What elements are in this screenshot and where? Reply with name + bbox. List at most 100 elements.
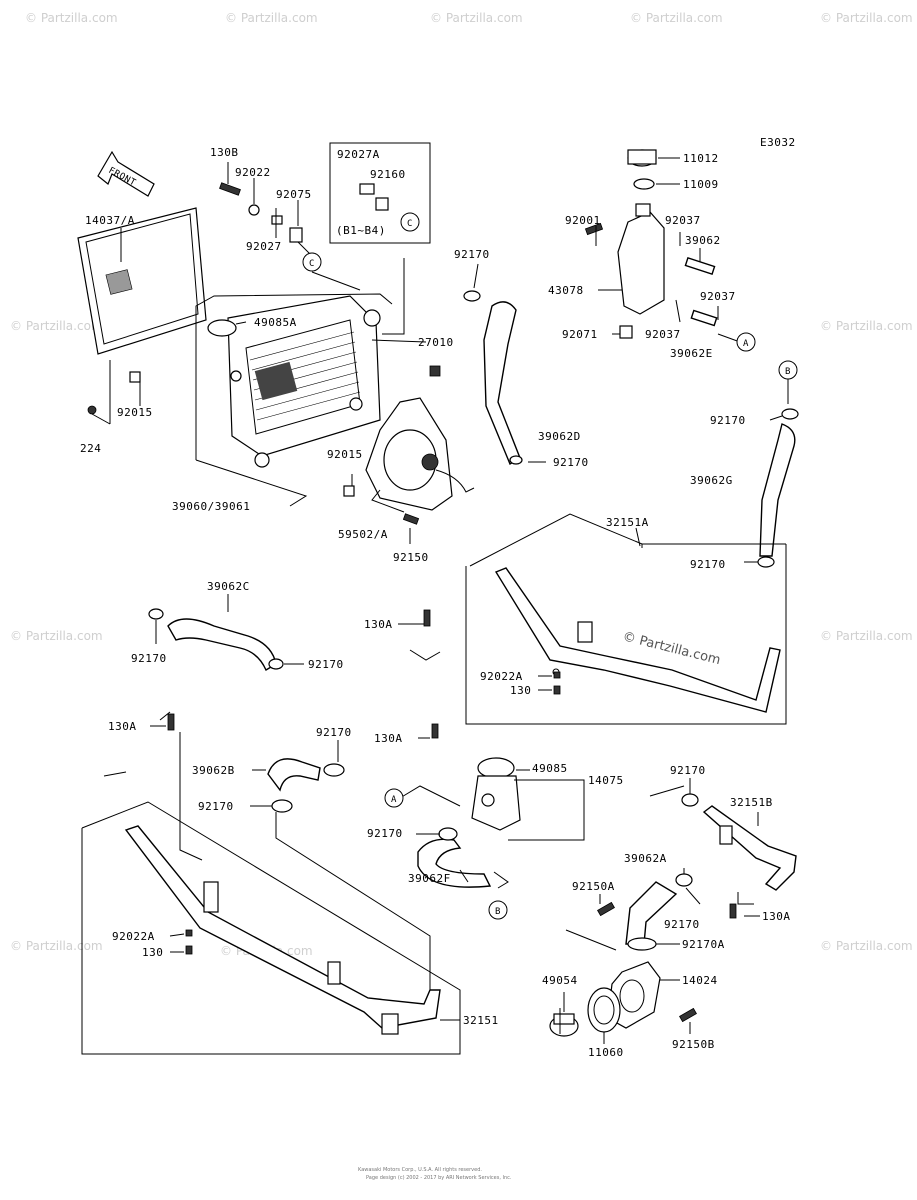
part-label: 39062B xyxy=(192,764,235,777)
part-label: 49054 xyxy=(542,974,578,987)
part-label: 59502/A xyxy=(338,528,388,541)
part-label: 39060/39061 xyxy=(172,500,250,513)
part-label: 32151 xyxy=(463,1014,499,1027)
callout-c: C xyxy=(407,219,413,229)
part-label: 11012 xyxy=(683,152,719,165)
watermark: © Partzilla.com xyxy=(430,11,523,25)
part-label: 49085A xyxy=(254,316,297,329)
part-label: 92170 xyxy=(553,456,589,469)
hose-39062b xyxy=(267,758,321,792)
part-label: 92015 xyxy=(327,448,363,461)
callouts: C C A B A B xyxy=(302,212,798,920)
part-label: 92170 xyxy=(198,800,234,813)
part-label: 92027 xyxy=(246,240,282,253)
bolts xyxy=(87,182,737,1023)
part-label: 11060 xyxy=(588,1046,624,1059)
part-label: 92150 xyxy=(393,551,429,564)
hose-39062c xyxy=(167,618,277,672)
inset-note: (B1~B4) xyxy=(336,224,386,237)
part-label: 92170 xyxy=(454,248,490,261)
part-label: 130 xyxy=(510,684,531,697)
part-label: 92170 xyxy=(690,558,726,571)
watermark: © Partzilla.com xyxy=(25,11,118,25)
watermark: © Partzilla.com xyxy=(820,629,913,643)
watermark: © Partzilla.com xyxy=(820,11,913,25)
part-label: 92150B xyxy=(672,1038,715,1051)
part-label: 92001 xyxy=(565,214,601,227)
part-labels: 130B 92022 92075 92027 92027A 92160 1403… xyxy=(80,146,791,1059)
radiator-screen xyxy=(77,207,207,355)
part-label: 92170 xyxy=(367,827,403,840)
watermark: © Partzilla.com xyxy=(225,11,318,25)
part-label: 130A xyxy=(762,910,791,923)
part-label: 130A xyxy=(374,732,403,745)
part-label: 92022A xyxy=(112,930,155,943)
thermostat-housing xyxy=(471,757,521,831)
part-label: 11009 xyxy=(683,178,719,191)
part-label: 92170 xyxy=(710,414,746,427)
leader-lines xyxy=(91,157,789,1044)
part-label: 39062E xyxy=(670,347,713,360)
reservoir-tank xyxy=(617,149,718,339)
watermark: © Partzilla.com xyxy=(10,629,103,643)
part-label: 92150A xyxy=(572,880,615,893)
watermark: © Partzilla.com xyxy=(630,11,723,25)
part-label: 92037 xyxy=(645,328,681,341)
pipe-32151a xyxy=(494,567,781,713)
part-label: 130 xyxy=(142,946,163,959)
part-label: 49085 xyxy=(532,762,568,775)
part-label: 27010 xyxy=(418,336,454,349)
part-label: 92170 xyxy=(316,726,352,739)
pipe-32151b xyxy=(702,805,797,891)
part-label: 43078 xyxy=(548,284,584,297)
part-label: 92037 xyxy=(665,214,701,227)
part-label: 32151A xyxy=(606,516,649,529)
callout-b: B xyxy=(495,907,501,917)
radiator xyxy=(207,295,381,468)
inset-box xyxy=(329,142,431,244)
part-label: 92022A xyxy=(480,670,523,683)
part-label: 92071 xyxy=(562,328,598,341)
part-label: 92170 xyxy=(664,918,700,931)
footer-copyright: Kawasaki Motors Corp., U.S.A. All rights… xyxy=(358,1167,482,1173)
part-label: 32151B xyxy=(730,796,773,809)
part-label: 92022 xyxy=(235,166,271,179)
callout-a: A xyxy=(743,339,749,349)
part-label: 14075 xyxy=(588,774,624,787)
part-label: 92075 xyxy=(276,188,312,201)
part-label: 92170 xyxy=(131,652,167,665)
part-label: 39062G xyxy=(690,474,733,487)
watermark: © Partzilla.com xyxy=(10,939,103,953)
callout-c: C xyxy=(309,259,315,269)
watermark: © Partzilla.com xyxy=(10,319,103,333)
part-label: 92015 xyxy=(117,406,153,419)
part-label: 92027A xyxy=(337,148,380,161)
hose-39062g xyxy=(759,423,796,557)
part-label: 92037 xyxy=(700,290,736,303)
part-label: 14024 xyxy=(682,974,718,987)
hose-39062a xyxy=(625,881,678,945)
part-label: 39062C xyxy=(207,580,250,593)
group-frames xyxy=(81,142,787,1055)
part-label: 130B xyxy=(210,146,239,159)
part-label: 39062D xyxy=(538,430,581,443)
part-label: 92170 xyxy=(670,764,706,777)
part-label: 92170 xyxy=(308,658,344,671)
part-label: 92170A xyxy=(682,938,725,951)
part-label: 39062 xyxy=(685,234,721,247)
hose-clamps xyxy=(148,290,799,951)
radiator-fan xyxy=(365,397,475,513)
pipe-32151 xyxy=(124,825,441,1035)
callout-b: B xyxy=(785,367,791,377)
footer-design: Page design (c) 2002 - 2017 by ARI Netwo… xyxy=(366,1175,512,1181)
part-label: 92160 xyxy=(370,168,406,181)
diagram-code: E3032 xyxy=(760,136,796,149)
watermark: © Partzilla.com xyxy=(820,319,913,333)
part-label: 130A xyxy=(108,720,137,733)
part-label: 130A xyxy=(364,618,393,631)
part-label: 224 xyxy=(80,442,101,455)
part-label: 14037/A xyxy=(85,214,135,227)
front-arrow-icon: FRONT xyxy=(97,150,155,197)
watermark: © Partzilla.com xyxy=(820,939,913,953)
